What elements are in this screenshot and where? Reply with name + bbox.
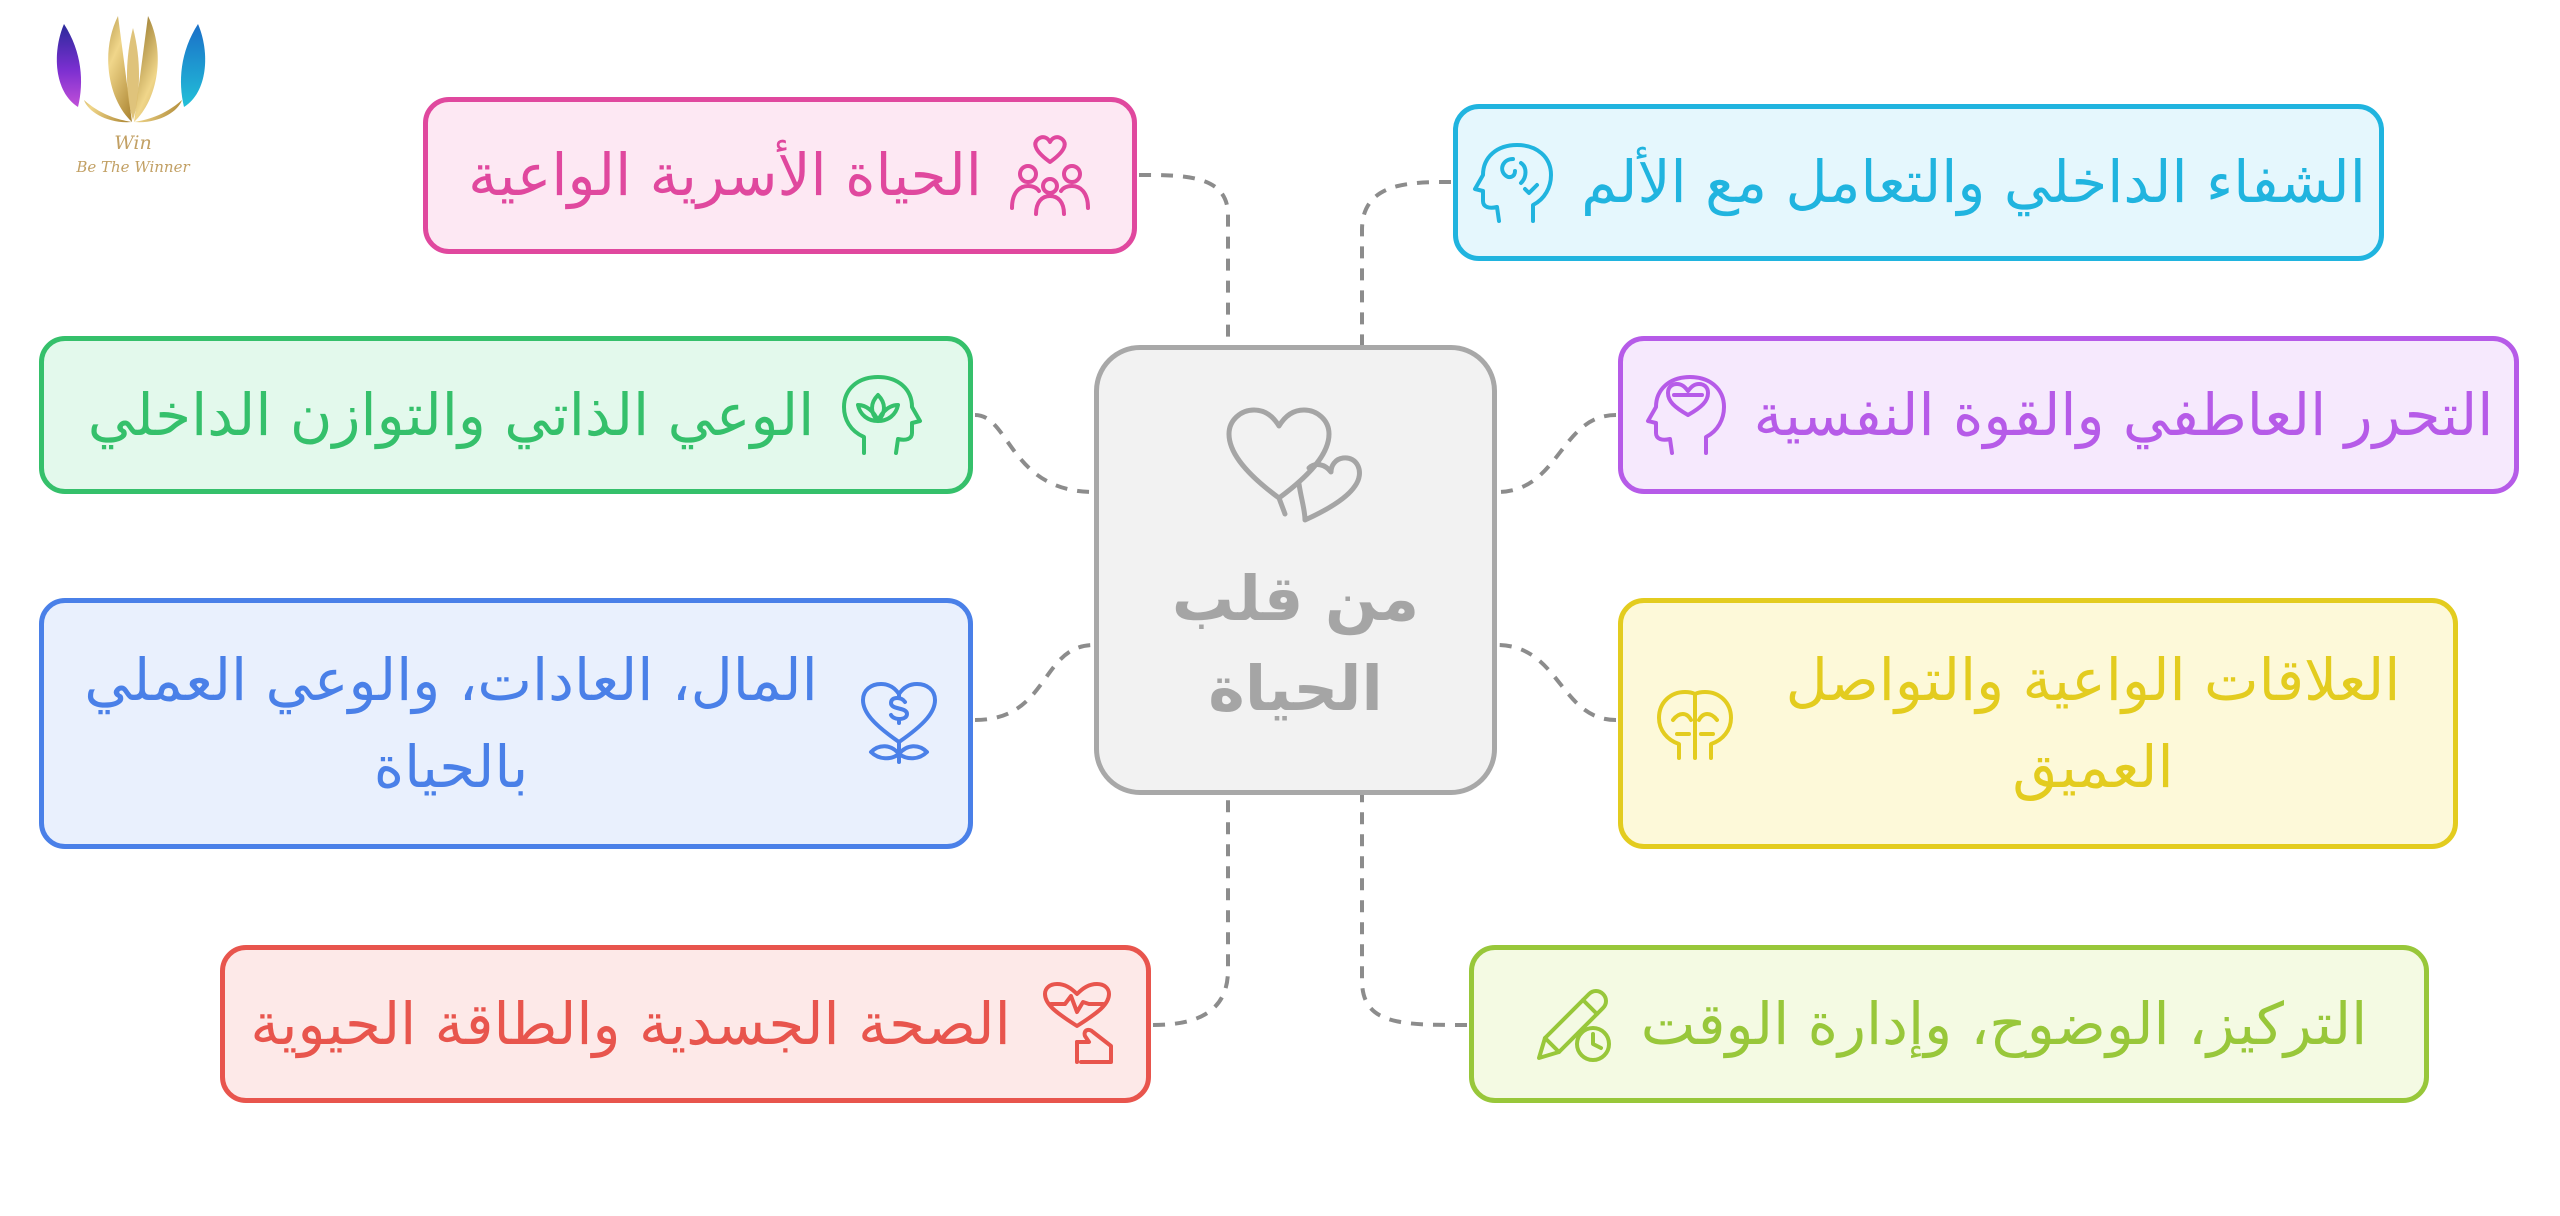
heartbeat-hand-icon	[1037, 982, 1121, 1066]
node-family-label: الحياة الأسرية الواعية	[468, 141, 982, 209]
connector-focus	[1360, 795, 1468, 1027]
pen-clock-icon	[1531, 982, 1615, 1066]
node-health-label: الصحة الجسدية والطاقة الحيوية	[250, 989, 1011, 1058]
node-focus-label: التركيز، الوضوح، وإدارة الوقت	[1640, 989, 2368, 1058]
connector-family	[1138, 173, 1230, 345]
node-money: المال، العادات، والوعي العملي بالحياة	[39, 598, 973, 849]
center-title-line2: الحياة	[1208, 652, 1383, 725]
logo-text-win: Win	[114, 132, 152, 154]
node-healing-label: الشفاء الداخلي والتعامل مع الألم	[1581, 148, 2366, 216]
node-liberation: التحرر العاطفي والقوة النفسية	[1618, 336, 2519, 494]
money-heart-hands-icon	[857, 681, 941, 766]
node-health: الصحة الجسدية والطاقة الحيوية	[220, 945, 1151, 1103]
connector-relations	[1496, 643, 1617, 722]
node-relations-label: العلاقات الواعية والتواصل العميق	[1785, 645, 2401, 801]
mind-lotus-icon	[840, 373, 924, 457]
node-liberation-label: التحرر العاطفي والقوة النفسية	[1753, 380, 2494, 449]
two-hearts-icon	[1226, 407, 1362, 523]
node-money-label: المال، العادات، والوعي العملي بالحياة	[84, 645, 818, 801]
connector-health	[1152, 795, 1230, 1027]
heart-head-icon	[1644, 373, 1728, 457]
connector-money	[974, 643, 1095, 722]
node-awareness-label: الوعي الذاتي والتوازن الداخلي	[87, 380, 815, 449]
node-relations: العلاقات الواعية والتواصل العميق	[1618, 598, 2458, 849]
node-family: الحياة الأسرية الواعية	[423, 97, 1137, 254]
connector-liberation	[1496, 413, 1617, 494]
node-focus: التركيز، الوضوح، وإدارة الوقت	[1469, 945, 2429, 1103]
center-title-line1: من قلب	[1171, 562, 1420, 636]
connected-heads-icon	[1653, 682, 1737, 766]
logo-text-tagline: Be The Winner	[76, 158, 190, 176]
healing-head-icon	[1471, 141, 1555, 225]
connector-healing	[1360, 180, 1452, 345]
logo-mark-icon	[56, 16, 206, 123]
node-awareness: الوعي الذاتي والتوازن الداخلي	[39, 336, 973, 494]
node-healing: الشفاء الداخلي والتعامل مع الألم	[1453, 104, 2384, 261]
family-heart-icon	[1008, 134, 1092, 218]
center-node: من قلب الحياة	[1094, 345, 1497, 795]
logo: Win Be The Winner	[48, 12, 218, 188]
connector-awareness	[974, 413, 1095, 494]
